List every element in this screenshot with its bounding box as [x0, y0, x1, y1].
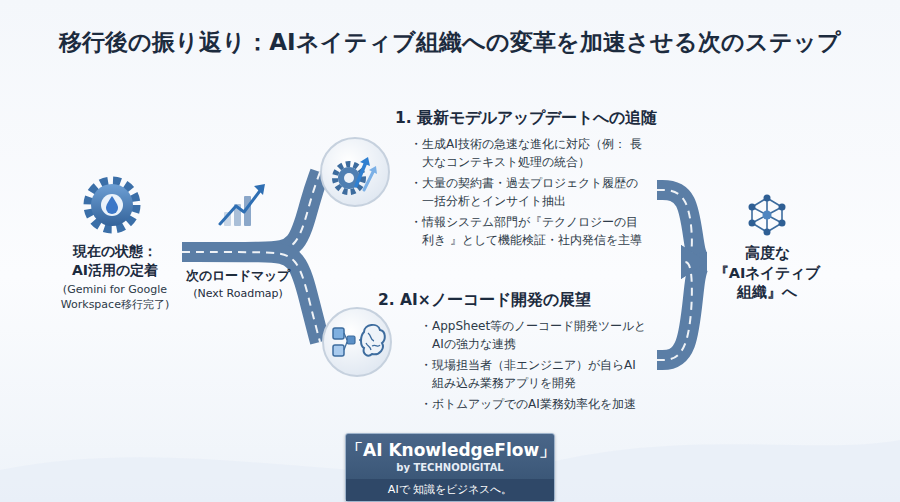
road-connector [657, 190, 707, 262]
network-dot [749, 204, 756, 211]
title: 移行後の振り返り：AIネイティブ組織への変革を加速させる次のステップ [0, 27, 900, 58]
up-arrow [364, 170, 374, 190]
bullet-text: ・AppSheet等のノーコード開発ツールと AIの強力な連携 [420, 317, 648, 353]
bullet-text: ・大量の契約書・過去プロジェクト履歴の 一括分析とインサイト抽出 [410, 174, 649, 210]
drop-symbol [106, 196, 118, 214]
icon-circle [323, 308, 391, 376]
network-dot [764, 229, 771, 236]
trend-line [220, 188, 262, 224]
brand-by: by TECHNODIGITAL [346, 461, 554, 474]
bullet-text: ・ボトムアップでのAI業務効率化を加速 [420, 395, 648, 413]
block-link [344, 333, 347, 350]
network-dot [779, 220, 786, 227]
road-center-line [657, 190, 692, 262]
road-group [657, 262, 707, 360]
network-dot [779, 204, 786, 211]
branch-heading: 1. 最新モデルアップデートへの追随 [395, 108, 655, 128]
network-icon [749, 195, 786, 236]
roadmap-branch: 1. 最新モデルアップデートへの追随・生成AI技術の急速な進化に対応（例： 長大… [320, 108, 655, 249]
update-icon [321, 138, 389, 206]
icon-circle [321, 138, 389, 206]
state-heading: 現在の状態： AI活用の定着 [50, 242, 180, 280]
road-label-sub: (Next Roadmap) [178, 287, 298, 300]
block-symbol [333, 328, 344, 339]
chart-icon [220, 184, 265, 226]
road-group [657, 190, 707, 262]
network-dot [763, 211, 772, 220]
brand-box: 「AI KnowledgeFlow」by TECHNODIGITAL AIで 知識… [345, 433, 555, 502]
bullet-text: ・情報システム部門が『テクノロジーの目利き 』として機能検証・社内発信を主導 [410, 213, 649, 249]
road-connector [182, 172, 320, 252]
nocode-ai-icon [323, 308, 391, 376]
goal-state: 高度な 『AIネイティブ 組織』へ [707, 244, 827, 303]
trend-arrow [254, 184, 265, 195]
network-links [752, 198, 782, 232]
goal-text: 高度な 『AIネイティブ 組織』へ [707, 244, 827, 303]
up-arrow [356, 162, 366, 186]
state-note: (Gemini for Google Workspace移行完了) [50, 283, 180, 313]
brain-symbol [361, 325, 385, 356]
road-connector [657, 262, 707, 360]
road-center-line [182, 172, 320, 252]
road-center-line [657, 262, 692, 360]
network-dot [764, 195, 771, 202]
road-label: 次のロードマップ [178, 268, 298, 285]
up-arrow-head [360, 157, 370, 166]
brand-name: 「AI KnowledgeFlow」 [346, 439, 554, 461]
network-dot [749, 220, 756, 227]
bullet-text: ・生成AI技術の急速な進化に対応（例： 長大なコンテキスト処理の統合） [410, 135, 649, 171]
branch-heading: 2. AI×ノーコード開発の展望 [378, 290, 655, 310]
block-symbol [333, 345, 344, 356]
roadmap-branch: 2. AI×ノーコード開発の展望・AppSheet等のノーコード開発ツールと A… [320, 290, 655, 413]
gear-icon [88, 181, 136, 229]
brain-fold [366, 333, 380, 350]
bullet-text: ・現場担当者（非エンジニア）が自らAI 組み込み業務アプリを開発 [420, 356, 648, 392]
brand-tagline: AIで 知識をビジネスへ。 [346, 479, 554, 501]
current-state: 現在の状態： AI活用の定着(Gemini for Google Workspa… [50, 242, 180, 312]
road-group [182, 172, 320, 252]
gear-teeth [88, 181, 136, 229]
gear-hub [101, 194, 123, 216]
up-arrow-head [369, 166, 377, 174]
gear-body [91, 184, 133, 226]
block-symbol [347, 336, 355, 344]
gear-hub [344, 173, 354, 183]
background-wave [0, 440, 900, 502]
